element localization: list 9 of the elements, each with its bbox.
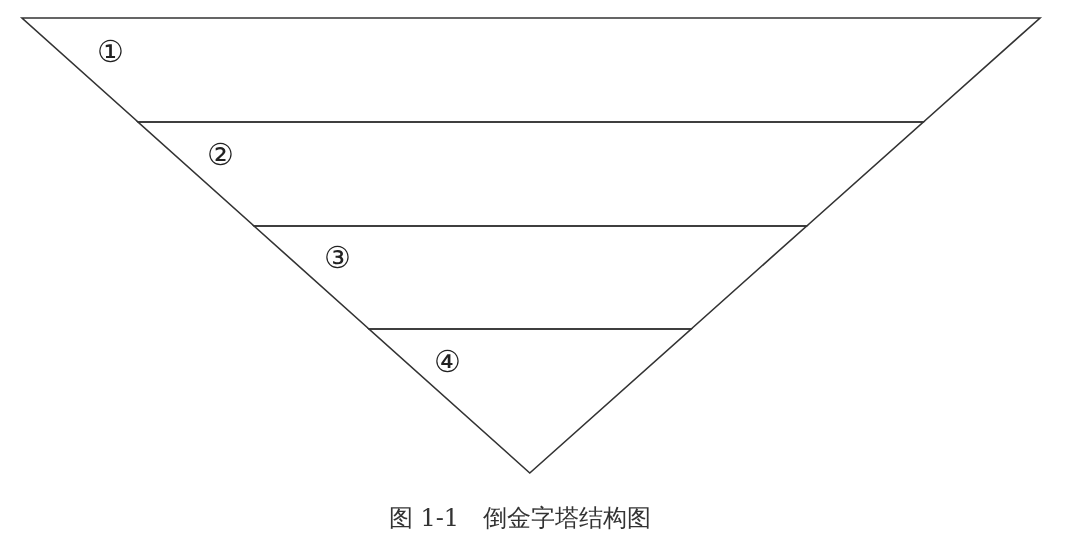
pyramid-band bbox=[138, 122, 924, 226]
pyramid-band bbox=[254, 226, 807, 329]
pyramid-band bbox=[22, 18, 1040, 122]
callout-number: ④ bbox=[434, 346, 461, 378]
callout-number: ③ bbox=[324, 242, 351, 274]
figure-caption: 图 1-1 倒金字塔结构图 bbox=[387, 503, 653, 534]
callout-number: ② bbox=[207, 139, 234, 171]
pyramid-tip-band bbox=[369, 329, 692, 473]
callout-number: ① bbox=[97, 36, 124, 68]
